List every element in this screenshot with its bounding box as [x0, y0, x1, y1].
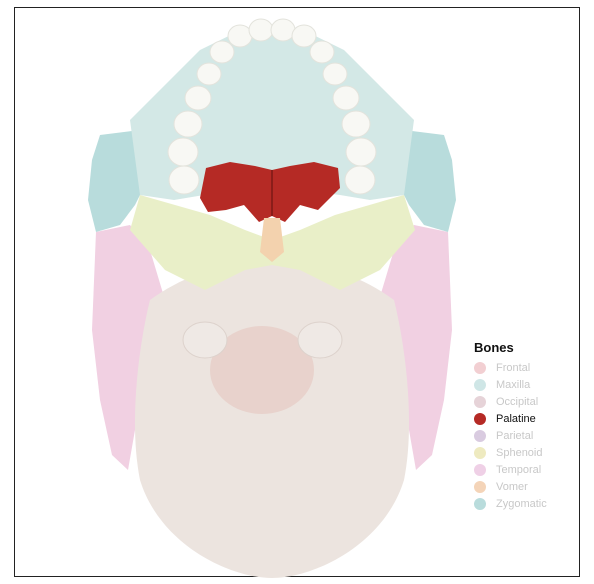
legend-swatch: [474, 379, 486, 391]
legend-swatch: [474, 464, 486, 476]
legend-swatch: [474, 396, 486, 408]
legend-label: Vomer: [496, 481, 528, 493]
legend-item-sphenoid[interactable]: Sphenoid: [474, 444, 584, 461]
condyle-left: [183, 322, 227, 358]
legend-label: Zygomatic: [496, 498, 547, 510]
legend-label: Frontal: [496, 362, 530, 374]
legend-label: Maxilla: [496, 379, 530, 391]
bone-occipital[interactable]: [135, 262, 409, 578]
legend-item-frontal[interactable]: Frontal: [474, 359, 584, 376]
legend-item-occipital[interactable]: Occipital: [474, 393, 584, 410]
legend-swatch: [474, 498, 486, 510]
condyle-right: [298, 322, 342, 358]
legend-label: Palatine: [496, 413, 536, 425]
legend: Bones FrontalMaxillaOccipitalPalatinePar…: [474, 340, 584, 512]
legend-swatch: [474, 447, 486, 459]
legend-item-temporal[interactable]: Temporal: [474, 461, 584, 478]
legend-item-palatine[interactable]: Palatine: [474, 410, 584, 427]
legend-label: Occipital: [496, 396, 538, 408]
legend-item-zygomatic[interactable]: Zygomatic: [474, 495, 584, 512]
legend-label: Sphenoid: [496, 447, 543, 459]
legend-item-vomer[interactable]: Vomer: [474, 478, 584, 495]
legend-items: FrontalMaxillaOccipitalPalatineParietalS…: [474, 359, 584, 512]
legend-swatch: [474, 481, 486, 493]
bone-palatine[interactable]: [200, 162, 340, 222]
legend-item-maxilla[interactable]: Maxilla: [474, 376, 584, 393]
legend-swatch: [474, 430, 486, 442]
legend-item-parietal[interactable]: Parietal: [474, 427, 584, 444]
legend-label: Parietal: [496, 430, 533, 442]
legend-swatch: [474, 362, 486, 374]
legend-title: Bones: [474, 340, 584, 355]
legend-label: Temporal: [496, 464, 541, 476]
legend-swatch: [474, 413, 486, 425]
